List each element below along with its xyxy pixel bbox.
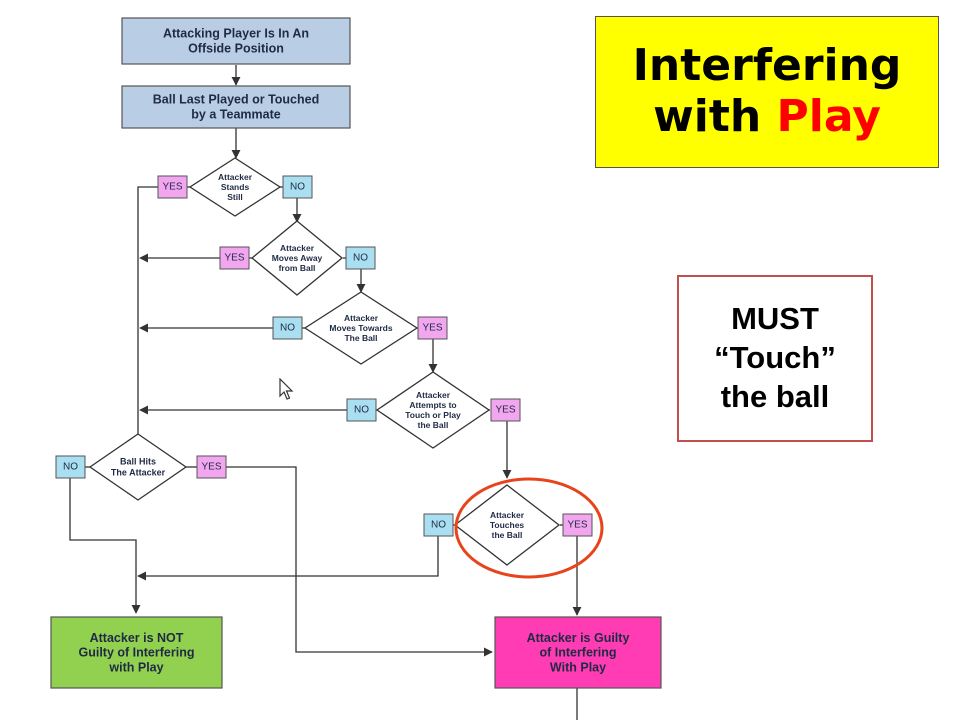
mouse-pointer-icon — [279, 378, 294, 400]
outcome-not-guilty-text-line-2: Guilty of Interfering — [79, 646, 195, 660]
teammate-box-text-line-1: Ball Last Played or Touched — [153, 93, 319, 107]
no-tag-attempts-label: NO — [354, 405, 369, 416]
decision-moves-towards-text-line-3: The Ball — [344, 333, 377, 343]
no-tag-ball-hits-label: NO — [63, 462, 78, 473]
decision-moves-away-text-line-2: Moves Away — [272, 253, 323, 263]
decision-moves-away-text-line-3: from Ball — [279, 263, 316, 273]
no-tag-touches-label: NO — [431, 520, 446, 531]
yes-tag-away — [219, 246, 250, 270]
no-tag-stands — [282, 175, 313, 199]
start-box-text-line-2: Offside Position — [188, 41, 284, 55]
no-tag-away-label: NO — [353, 253, 368, 264]
must-touch-note: MUST “Touch” the ball — [677, 275, 873, 442]
yes-tag-away-label: YES — [224, 253, 244, 264]
no-tag-stands-label: NO — [290, 182, 305, 193]
yes-tag-towards-label: YES — [422, 323, 442, 334]
yes-tag-stands-label: YES — [162, 182, 182, 193]
outcome-not-guilty-text-line-3: with Play — [108, 660, 163, 674]
decision-attempts — [375, 371, 491, 449]
highlight-circle — [454, 477, 604, 579]
edge-hits-yes-to-guilty — [226, 466, 493, 657]
decision-stands-still-text-line-2: Stands — [221, 182, 250, 192]
yes-tag-attempts-label: YES — [495, 405, 515, 416]
edge-hits-no-to-not-guilty — [69, 478, 141, 614]
no-tag-attempts — [346, 398, 377, 422]
decision-attempts-text-line-2: Attempts to — [409, 400, 456, 410]
title-line-2: with Play — [653, 91, 881, 143]
no-tag-ball-hits — [55, 455, 86, 479]
no-tag-away — [345, 246, 376, 270]
outcome-guilty-text-line-3: With Play — [550, 660, 606, 674]
note-line-1: MUST — [731, 301, 819, 337]
decision-stands-still-text-line-1: Attacker — [218, 172, 253, 182]
decision-moves-away-text-line-1: Attacker — [280, 243, 315, 253]
title-with: with — [653, 91, 762, 142]
decision-touches-text-line-3: the Ball — [492, 530, 523, 540]
start-box — [121, 17, 351, 65]
decision-moves-towards-text-line-1: Attacker — [344, 313, 379, 323]
edge-no-to-not-guilty-path — [137, 536, 439, 581]
outcome-guilty-text-line-2: of Interfering — [539, 646, 616, 660]
yes-tag-touches — [562, 513, 593, 537]
title-play: Play — [776, 91, 881, 142]
note-line-2: “Touch” — [714, 340, 836, 376]
decision-touches-text-line-2: Touches — [490, 520, 525, 530]
outcome-guilty-text-line-1: Attacker is Guilty — [527, 631, 630, 645]
teammate-box-text-line-2: by a Teammate — [191, 107, 280, 121]
decision-ball-hits-text-line-2: The Attacker — [111, 467, 166, 477]
yes-tag-stands — [157, 175, 188, 199]
yes-tag-ball-hits-label: YES — [201, 462, 221, 473]
decision-moves-towards — [303, 291, 419, 365]
decision-touches — [453, 484, 561, 566]
decision-stands-still-text-line-3: Still — [227, 192, 243, 202]
decision-moves-towards-text-line-2: Moves Towards — [329, 323, 392, 333]
edge-yes-left-trunk — [133, 186, 158, 451]
decision-attempts-text-line-3: Touch or Play — [405, 410, 461, 420]
outcome-not-guilty — [50, 616, 223, 689]
no-tag-towards — [272, 316, 303, 340]
start-box-text-line-1: Attacking Player Is In An — [163, 27, 309, 41]
decision-touches-text-line-1: Attacker — [490, 510, 525, 520]
title-box: Interfering with Play — [595, 16, 939, 168]
yes-tag-towards — [417, 316, 448, 340]
decision-moves-away — [250, 220, 344, 296]
decision-attempts-text-line-1: Attacker — [416, 390, 451, 400]
yes-tag-attempts — [490, 398, 521, 422]
decision-attempts-text-line-4: the Ball — [418, 420, 449, 430]
yes-tag-touches-label: YES — [567, 520, 587, 531]
decision-stands-still — [188, 157, 282, 217]
decision-ball-hits — [88, 433, 188, 501]
yes-tag-ball-hits — [196, 455, 227, 479]
title-line-1: Interfering — [632, 40, 902, 92]
no-tag-touches — [423, 513, 454, 537]
outcome-not-guilty-text-line-1: Attacker is NOT — [90, 631, 184, 645]
note-line-3: the ball — [720, 378, 830, 414]
teammate-box — [121, 85, 351, 129]
outcome-guilty — [494, 616, 662, 689]
no-tag-towards-label: NO — [280, 323, 295, 334]
decision-ball-hits-text-line-1: Ball Hits — [120, 457, 156, 467]
